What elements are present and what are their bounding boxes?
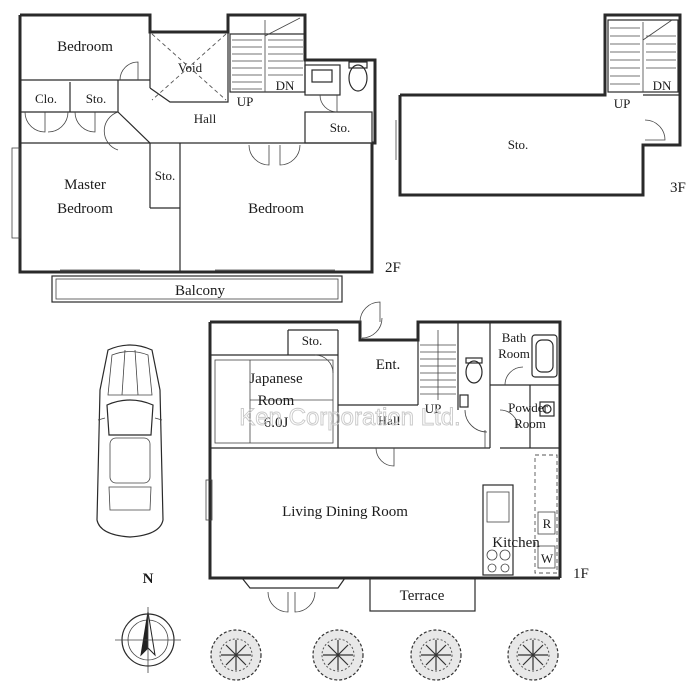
floor-2f-label: 2F — [385, 260, 401, 276]
sto-right-label: Sto. — [330, 120, 351, 135]
japanese-room-label-1: Japanese — [249, 371, 303, 387]
watermark: Ken Corporation Ltd. — [239, 404, 460, 431]
refrigerator-label: R — [543, 516, 552, 531]
sto-3f-label: Sto. — [508, 137, 529, 152]
hall-2f-label: Hall — [194, 111, 217, 126]
terrace-label: Terrace — [400, 588, 445, 604]
floor-1f-label: 1F — [573, 566, 589, 582]
clo-label: Clo. — [35, 91, 57, 106]
tree-icon — [507, 629, 559, 681]
powder-room-label-1: Powder — [508, 400, 548, 415]
compass-north-label: N — [143, 571, 154, 587]
powder-room-label-2: Room — [514, 416, 546, 431]
sto-small-label: Sto. — [86, 91, 107, 106]
master-bedroom-label-1: Master — [64, 177, 106, 193]
floor-2f: Bedroom Void Clo. Sto. Hall Sto. Master … — [11, 13, 401, 303]
sto-mid-label: Sto. — [155, 168, 176, 183]
floor-3f: Sto. UP DN 3F — [395, 13, 686, 197]
compass-rose: N — [115, 571, 181, 673]
floor-1f: Sto. Japanese Room 6.0J Ent. Hall Bath R… — [205, 301, 589, 613]
entrance-label: Ent. — [376, 357, 401, 373]
void-label: Void — [178, 60, 203, 75]
stairs-up-1f: UP — [425, 401, 442, 416]
hall-1f-label: Hall — [378, 413, 401, 428]
tree-icon — [410, 629, 462, 681]
stairs-down-2f: DN — [276, 78, 295, 93]
bedroom-top-label: Bedroom — [57, 39, 113, 55]
bedroom-main-label: Bedroom — [248, 201, 304, 217]
washer-label: W — [541, 551, 554, 566]
stairs-up-3f: UP — [614, 96, 631, 111]
floor-3f-label: 3F — [670, 180, 686, 196]
bath-room-label-1: Bath — [502, 330, 527, 345]
tree-icon — [312, 629, 364, 681]
japanese-room-label-2: Room — [258, 393, 295, 409]
kitchen-label: Kitchen — [492, 535, 540, 551]
balcony-label: Balcony — [175, 283, 225, 299]
stairs-down-3f: DN — [653, 78, 672, 93]
car-icon — [96, 344, 164, 538]
master-bedroom-label-2: Bedroom — [57, 201, 113, 217]
japanese-room-size: 6.0J — [264, 415, 289, 431]
living-dining-label: Living Dining Room — [282, 504, 408, 520]
sto-1f-label: Sto. — [302, 333, 323, 348]
bath-room-label-2: Room — [498, 346, 530, 361]
tree-icon — [210, 629, 262, 681]
stairs-up-2f: UP — [237, 94, 254, 109]
